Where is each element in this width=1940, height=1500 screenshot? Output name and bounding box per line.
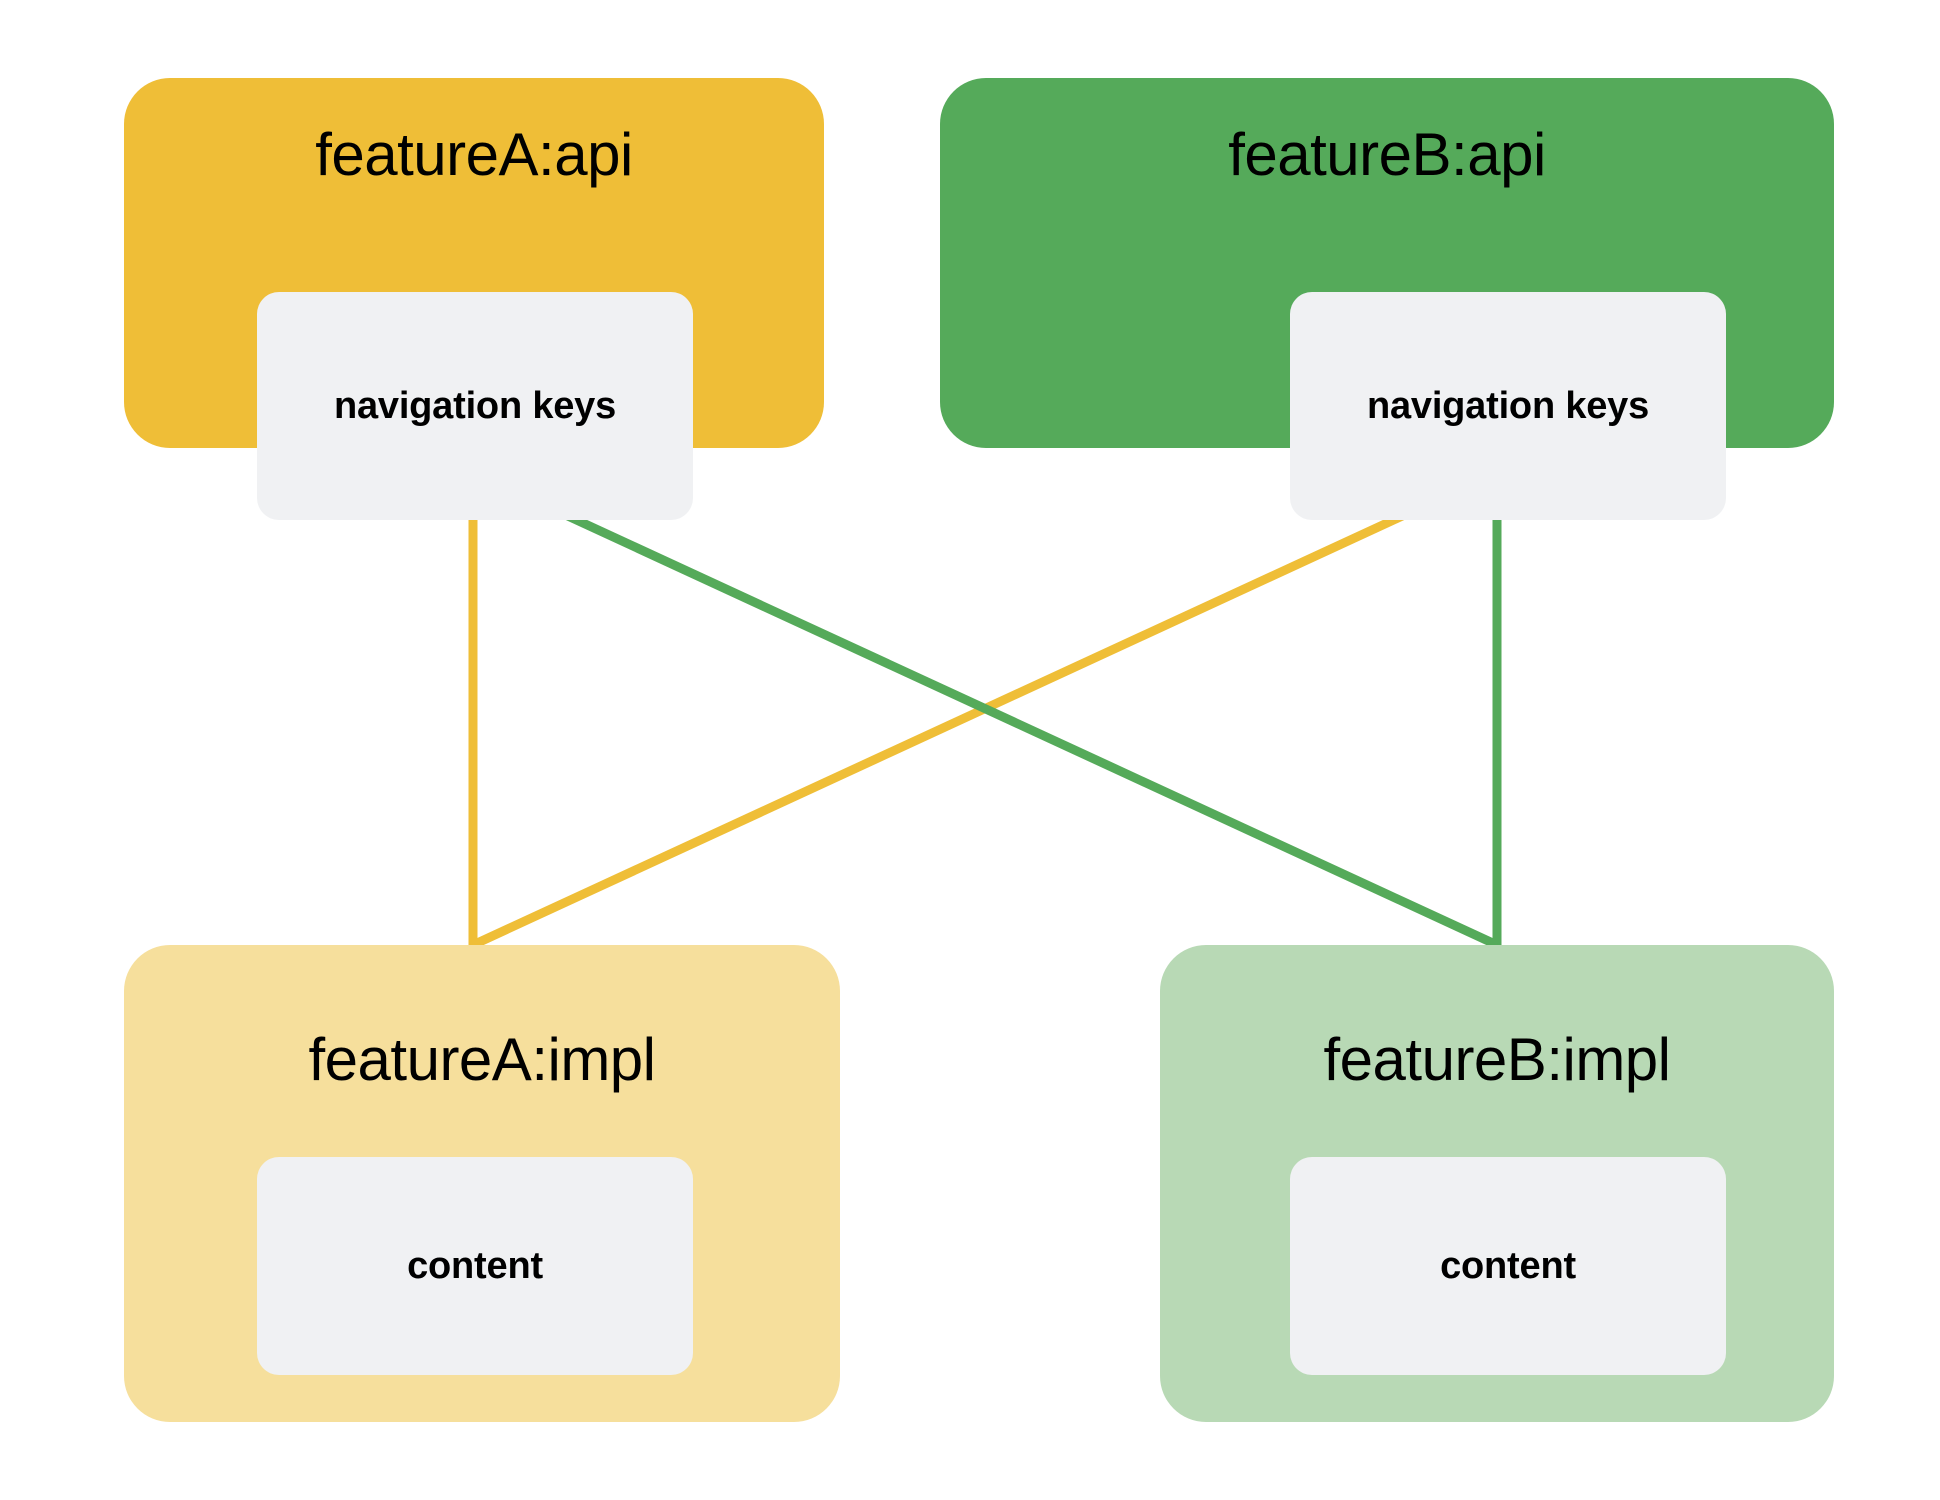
card-featureA-api-navigation-keys[interactable]: navigation keys (257, 292, 693, 520)
edge-featureA-impl-to-featureB-api (471, 452, 1497, 950)
module-title-featureB-impl: featureB:impl (1323, 1026, 1672, 1093)
edge-featureB-impl-to-featureB-api (1471, 452, 1523, 945)
card-featureA-impl-content[interactable]: content (257, 1157, 693, 1375)
card-label-featureB-api: navigation keys (1366, 385, 1650, 427)
card-label-featureA-api: navigation keys (333, 385, 617, 427)
card-featureB-api-navigation-keys[interactable]: navigation keys (1290, 292, 1726, 520)
edge-featureB-impl-to-featureA-api (473, 452, 1499, 950)
module-title-featureA-api: featureA:api (315, 121, 633, 188)
edge-featureA-impl-to-featureA-api (447, 452, 499, 945)
module-title-featureB-api: featureB:api (1228, 121, 1546, 188)
card-featureB-impl-content[interactable]: content (1290, 1157, 1726, 1375)
card-label-featureA-impl: content (407, 1245, 543, 1287)
module-title-featureA-impl: featureA:impl (308, 1026, 657, 1093)
card-label-featureB-impl: content (1440, 1245, 1576, 1287)
